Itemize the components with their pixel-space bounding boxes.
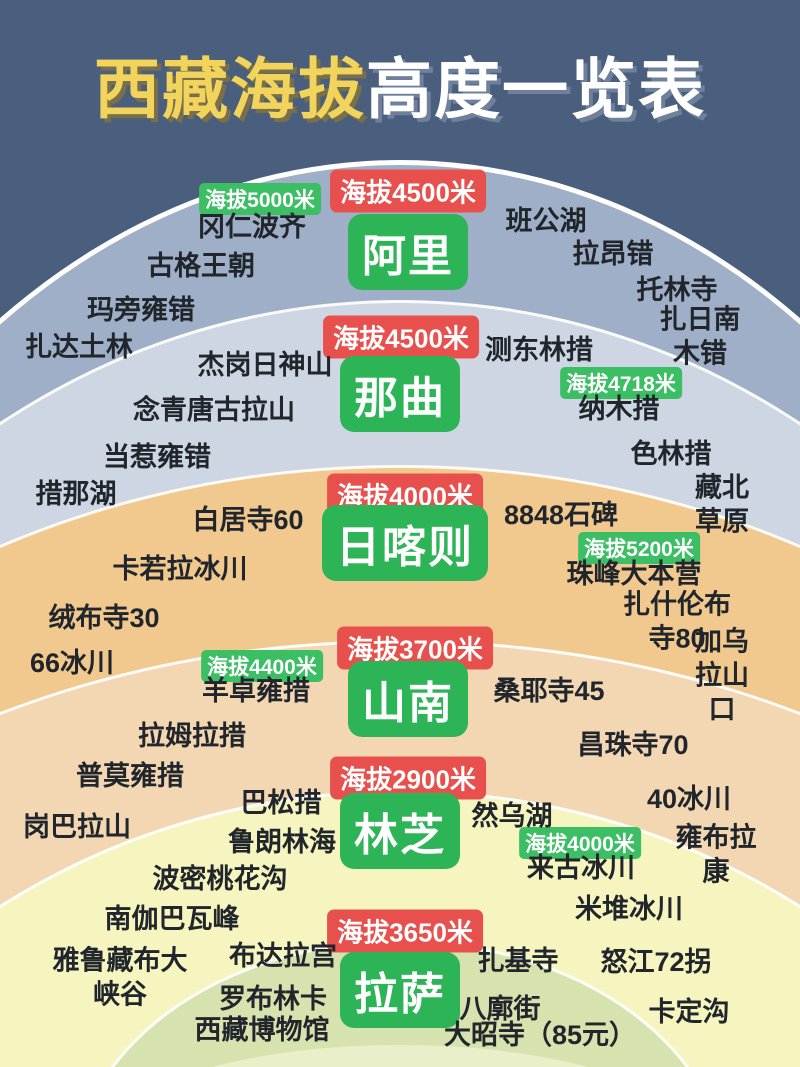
place-label: 波密桃花沟: [152, 864, 288, 895]
place-label: 鲁朗林海: [228, 827, 336, 858]
place-label: 西藏博物馆: [194, 1015, 330, 1046]
region-badge-日喀则: 日喀则: [322, 505, 488, 581]
place-label: 羊卓雍措: [202, 676, 310, 707]
marker-badge: 海拔4000米: [519, 827, 641, 859]
marker-badge: 海拔5000米: [199, 183, 321, 215]
place-label: 布达拉宫: [229, 941, 337, 972]
place-label: 40冰川: [646, 784, 732, 815]
place-label: 8848石碑: [503, 500, 619, 531]
region-badge-拉萨: 拉萨: [340, 952, 460, 1028]
place-label: 措那湖: [35, 479, 117, 510]
place-label: 大昭寺（85元）: [443, 1020, 637, 1051]
region-badge-那曲: 那曲: [340, 356, 460, 432]
altitude-badge-阿里: 海拔4500米: [330, 169, 486, 213]
marker-badge: 海拔4718米: [560, 367, 682, 399]
place-label: 拉姆拉措: [138, 721, 246, 752]
place-label: 桑耶寺45: [493, 676, 605, 707]
place-label: 米堆冰川: [575, 894, 683, 925]
place-label: 玛旁雍错: [87, 295, 195, 326]
place-label: 八廓街: [459, 994, 541, 1025]
marker-badge: 海拔5200米: [578, 532, 700, 564]
place-label: 班公湖: [505, 206, 587, 237]
place-label: 白居寺60: [192, 505, 304, 536]
page-title: 西藏海拔高度一览表: [0, 36, 800, 132]
place-label: 测东林措: [485, 335, 593, 366]
place-label: 扎达土林: [25, 332, 133, 363]
place-label: 珠峰大本营: [566, 559, 702, 590]
marker-badge: 海拔4400米: [201, 650, 323, 682]
altitude-badge-拉萨: 海拔3650米: [327, 909, 483, 953]
place-label: 南伽巴瓦峰: [104, 904, 240, 935]
region-badge-阿里: 阿里: [348, 214, 468, 290]
place-label: 杰岗日神山: [197, 350, 333, 381]
place-label: 当惹雍错: [103, 442, 211, 473]
place-label: 雍布拉康: [675, 822, 757, 886]
place-label: 来古冰川: [527, 853, 635, 884]
altitude-badge-那曲: 海拔4500米: [323, 315, 479, 359]
place-label: 卡定沟: [648, 997, 730, 1028]
place-label: 昌珠寺70: [577, 730, 689, 761]
place-label: 藏北草原: [695, 472, 749, 536]
place-label: 绒布寺30: [48, 603, 160, 634]
title-rest: 高度一览表: [366, 52, 706, 126]
place-label: 雅鲁藏布大 峡谷: [52, 945, 188, 1009]
place-label: 纳木措: [578, 394, 660, 425]
place-label: 普莫雍措: [76, 761, 184, 792]
title-highlight: 西藏海拔: [94, 52, 366, 126]
place-label: 色林措: [630, 439, 712, 470]
place-label: 66冰川: [29, 648, 115, 679]
place-label: 念青唐古拉山: [133, 395, 295, 426]
place-label: 罗布林卡: [219, 984, 327, 1015]
place-label: 巴松措: [240, 788, 322, 819]
place-label: 然乌湖: [471, 801, 553, 832]
place-label: 冈仁波齐: [198, 212, 306, 243]
altitude-badge-林芝: 海拔2900米: [330, 756, 486, 800]
place-label: 怒江72拐: [600, 947, 712, 978]
place-label: 扎日南木错: [659, 304, 741, 368]
region-badge-林芝: 林芝: [340, 793, 460, 869]
place-label: 古格王朝: [147, 251, 255, 282]
place-label: 扎什伦布寺80: [623, 589, 731, 653]
place-label: 拉昂错: [572, 239, 654, 270]
place-label: 托林寺: [636, 275, 718, 306]
region-badge-山南: 山南: [348, 661, 468, 737]
place-label: 加乌拉山口: [695, 626, 749, 724]
place-label: 扎基寺: [477, 946, 559, 977]
place-label: 岗巴拉山: [23, 812, 131, 843]
place-label: 卡若拉冰川: [112, 554, 248, 585]
